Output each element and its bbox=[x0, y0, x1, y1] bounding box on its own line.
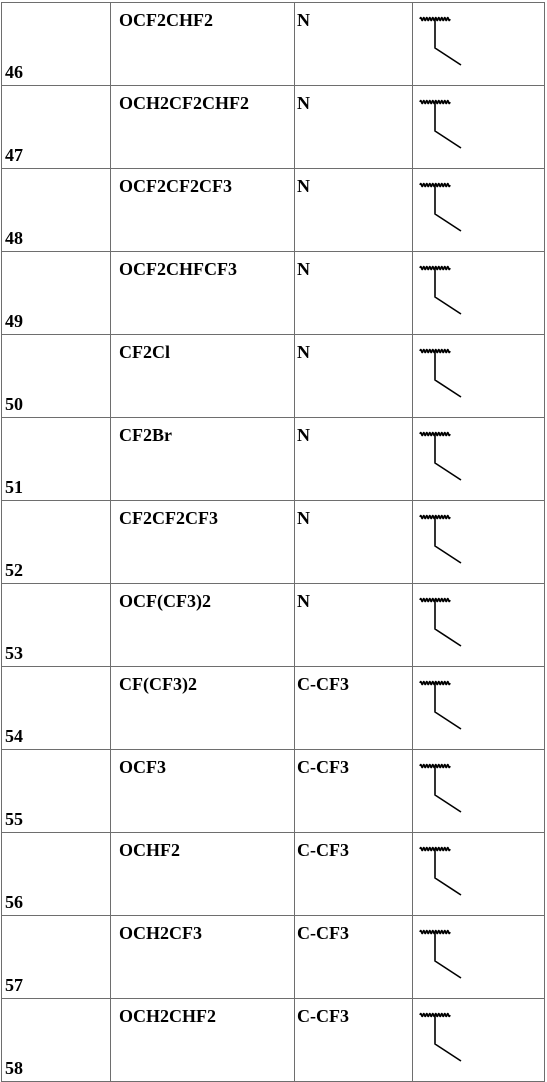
wavy-bond-propyl-icon bbox=[419, 425, 467, 481]
compound-number: 57 bbox=[2, 916, 111, 999]
compound-number: 46 bbox=[2, 3, 111, 86]
substituent-cell: OCH2CHF2 bbox=[111, 999, 295, 1082]
structure-cell bbox=[413, 833, 545, 916]
position-cell: N bbox=[295, 169, 413, 252]
structure-cell bbox=[413, 252, 545, 335]
wavy-bond-propyl-icon bbox=[419, 757, 467, 813]
wavy-bond-propyl-icon bbox=[419, 176, 467, 232]
table-row: 54 CF(CF3)2 C-CF3 bbox=[2, 667, 545, 750]
table-row: 57 OCH2CF3 C-CF3 bbox=[2, 916, 545, 999]
position-cell: C-CF3 bbox=[295, 999, 413, 1082]
substituent-cell: OCF2CF2CF3 bbox=[111, 169, 295, 252]
position-cell: N bbox=[295, 252, 413, 335]
substituent-cell: OCH2CF3 bbox=[111, 916, 295, 999]
compound-number: 49 bbox=[2, 252, 111, 335]
structure-cell bbox=[413, 501, 545, 584]
table-row: 53 OCF(CF3)2 N bbox=[2, 584, 545, 667]
table-row: 51 CF2Br N bbox=[2, 418, 545, 501]
wavy-bond-propyl-icon bbox=[419, 10, 467, 66]
wavy-bond-propyl-icon bbox=[419, 342, 467, 398]
substituent-cell: CF(CF3)2 bbox=[111, 667, 295, 750]
compound-number: 55 bbox=[2, 750, 111, 833]
compound-number: 48 bbox=[2, 169, 111, 252]
substituent-cell: OCF3 bbox=[111, 750, 295, 833]
wavy-bond-propyl-icon bbox=[419, 591, 467, 647]
structure-cell bbox=[413, 999, 545, 1082]
table-row: 49 OCF2CHFCF3 N bbox=[2, 252, 545, 335]
compound-table-body: 46 OCF2CHF2 N 47 OCH2CF2CHF2 N 48 OCF2CF… bbox=[2, 3, 545, 1082]
compound-number: 56 bbox=[2, 833, 111, 916]
structure-cell bbox=[413, 916, 545, 999]
position-cell: C-CF3 bbox=[295, 750, 413, 833]
compound-number: 53 bbox=[2, 584, 111, 667]
substituent-cell: OCF(CF3)2 bbox=[111, 584, 295, 667]
compound-number: 50 bbox=[2, 335, 111, 418]
wavy-bond-propyl-icon bbox=[419, 923, 467, 979]
substituent-cell: CF2CF2CF3 bbox=[111, 501, 295, 584]
compound-number: 52 bbox=[2, 501, 111, 584]
position-cell: C-CF3 bbox=[295, 667, 413, 750]
compound-number: 54 bbox=[2, 667, 111, 750]
table-row: 56 OCHF2 C-CF3 bbox=[2, 833, 545, 916]
structure-cell bbox=[413, 667, 545, 750]
structure-cell bbox=[413, 86, 545, 169]
wavy-bond-propyl-icon bbox=[419, 840, 467, 896]
position-cell: N bbox=[295, 335, 413, 418]
substituent-cell: OCF2CHFCF3 bbox=[111, 252, 295, 335]
compound-number: 47 bbox=[2, 86, 111, 169]
substituent-cell: OCH2CF2CHF2 bbox=[111, 86, 295, 169]
compound-number: 58 bbox=[2, 999, 111, 1082]
table-row: 50 CF2Cl N bbox=[2, 335, 545, 418]
wavy-bond-propyl-icon bbox=[419, 508, 467, 564]
position-cell: N bbox=[295, 584, 413, 667]
position-cell: C-CF3 bbox=[295, 833, 413, 916]
table-row: 47 OCH2CF2CHF2 N bbox=[2, 86, 545, 169]
substituent-cell: OCF2CHF2 bbox=[111, 3, 295, 86]
table-row: 52 CF2CF2CF3 N bbox=[2, 501, 545, 584]
structure-cell bbox=[413, 584, 545, 667]
structure-cell bbox=[413, 750, 545, 833]
position-cell: N bbox=[295, 86, 413, 169]
position-cell: N bbox=[295, 501, 413, 584]
table-row: 48 OCF2CF2CF3 N bbox=[2, 169, 545, 252]
wavy-bond-propyl-icon bbox=[419, 674, 467, 730]
compound-number: 51 bbox=[2, 418, 111, 501]
structure-cell bbox=[413, 335, 545, 418]
structure-cell bbox=[413, 3, 545, 86]
table-row: 46 OCF2CHF2 N bbox=[2, 3, 545, 86]
wavy-bond-propyl-icon bbox=[419, 1006, 467, 1062]
table-row: 55 OCF3 C-CF3 bbox=[2, 750, 545, 833]
substituent-cell: CF2Cl bbox=[111, 335, 295, 418]
structure-cell bbox=[413, 169, 545, 252]
substituent-cell: CF2Br bbox=[111, 418, 295, 501]
position-cell: N bbox=[295, 3, 413, 86]
table-row: 58 OCH2CHF2 C-CF3 bbox=[2, 999, 545, 1082]
position-cell: N bbox=[295, 418, 413, 501]
structure-cell bbox=[413, 418, 545, 501]
position-cell: C-CF3 bbox=[295, 916, 413, 999]
substituent-cell: OCHF2 bbox=[111, 833, 295, 916]
wavy-bond-propyl-icon bbox=[419, 93, 467, 149]
wavy-bond-propyl-icon bbox=[419, 259, 467, 315]
